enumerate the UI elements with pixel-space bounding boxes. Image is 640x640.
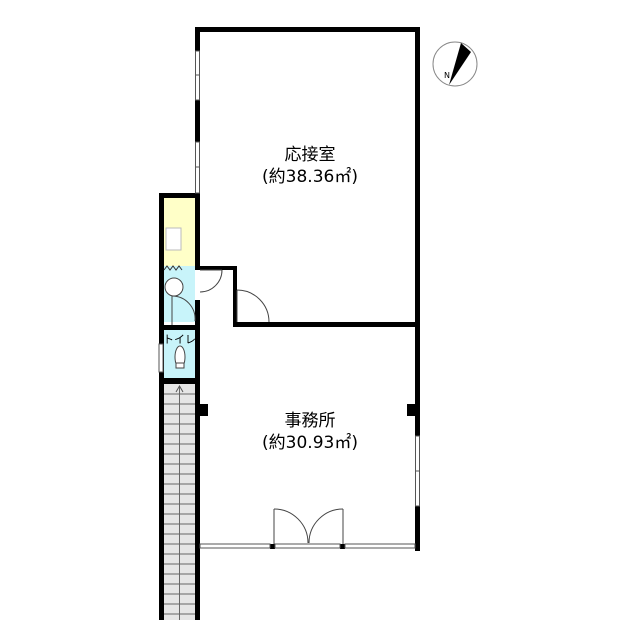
stair-treads [164, 386, 195, 620]
walls [159, 27, 420, 620]
reception-door [236, 289, 270, 323]
storefront-glass [199, 543, 416, 549]
entrance-double-door [273, 508, 344, 544]
toilet-tank-icon [175, 362, 185, 369]
curtain-icon [163, 265, 183, 271]
toilet-label: トイレ [163, 333, 196, 346]
reception-room-name: 応接室 [284, 145, 336, 165]
office-room-area: (約30.93㎡) [262, 433, 358, 453]
washbasin-icon [164, 277, 184, 297]
reception-room-area: (約38.36㎡) [262, 167, 358, 187]
sink-icon [165, 227, 182, 251]
stair-arrow-icon [175, 385, 184, 393]
office-room-name: 事務所 [284, 411, 336, 431]
office-room-label: 事務所 (約30.93㎡) [248, 410, 372, 454]
reception-room-label: 応接室 (約38.36㎡) [250, 144, 370, 188]
compass-icon [432, 41, 478, 87]
windows [158, 50, 420, 507]
compass-north-label: N [444, 71, 450, 80]
hall-door [199, 269, 223, 293]
